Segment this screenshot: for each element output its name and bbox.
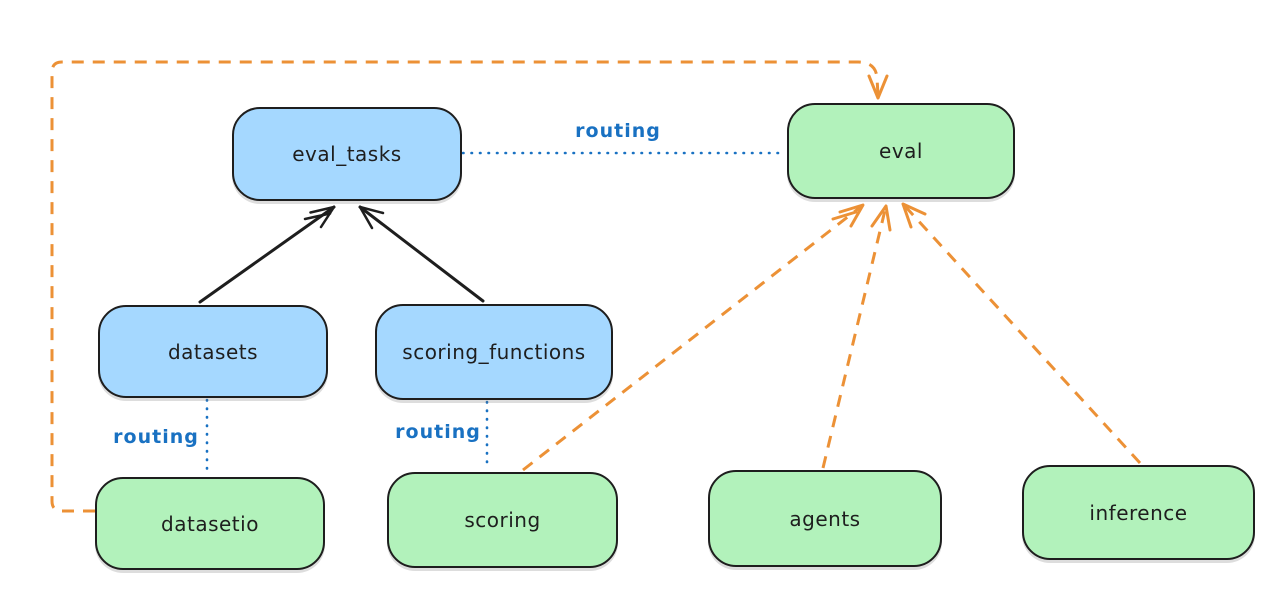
routing-label-scoring-functions-scoring: routing xyxy=(395,421,481,443)
edge-agents-to-eval xyxy=(821,204,892,469)
node-datasetio-label: datasetio xyxy=(161,511,259,536)
node-scoring-label: scoring xyxy=(464,508,541,532)
routing-label-datasets-datasetio: routing xyxy=(113,426,199,448)
routing-label-eval-tasks-eval: routing xyxy=(575,120,661,142)
edge-inference-to-eval xyxy=(901,202,1142,465)
node-scoring-functions: scoring_functions xyxy=(375,304,613,400)
edge-scoring-functions-to-eval-tasks xyxy=(358,205,485,303)
edge-scoring-to-eval xyxy=(522,203,865,472)
edge-datasets-to-eval-tasks xyxy=(198,205,336,304)
node-scoring-functions-label: scoring_functions xyxy=(402,340,586,364)
node-agents: agents xyxy=(708,470,942,567)
node-datasetio: datasetio xyxy=(95,477,325,570)
node-inference: inference xyxy=(1022,465,1255,560)
node-eval-tasks-label: eval_tasks xyxy=(292,142,402,166)
node-datasets: datasets xyxy=(98,305,328,398)
node-agents-label: agents xyxy=(789,506,861,531)
node-eval-label: eval xyxy=(879,139,923,163)
node-scoring: scoring xyxy=(387,472,618,568)
node-inference-label: inference xyxy=(1089,500,1188,525)
node-eval-tasks: eval_tasks xyxy=(232,107,462,201)
edge-datasetio-to-eval xyxy=(50,60,889,513)
node-datasets-label: datasets xyxy=(167,339,259,364)
node-eval: eval xyxy=(787,103,1015,199)
